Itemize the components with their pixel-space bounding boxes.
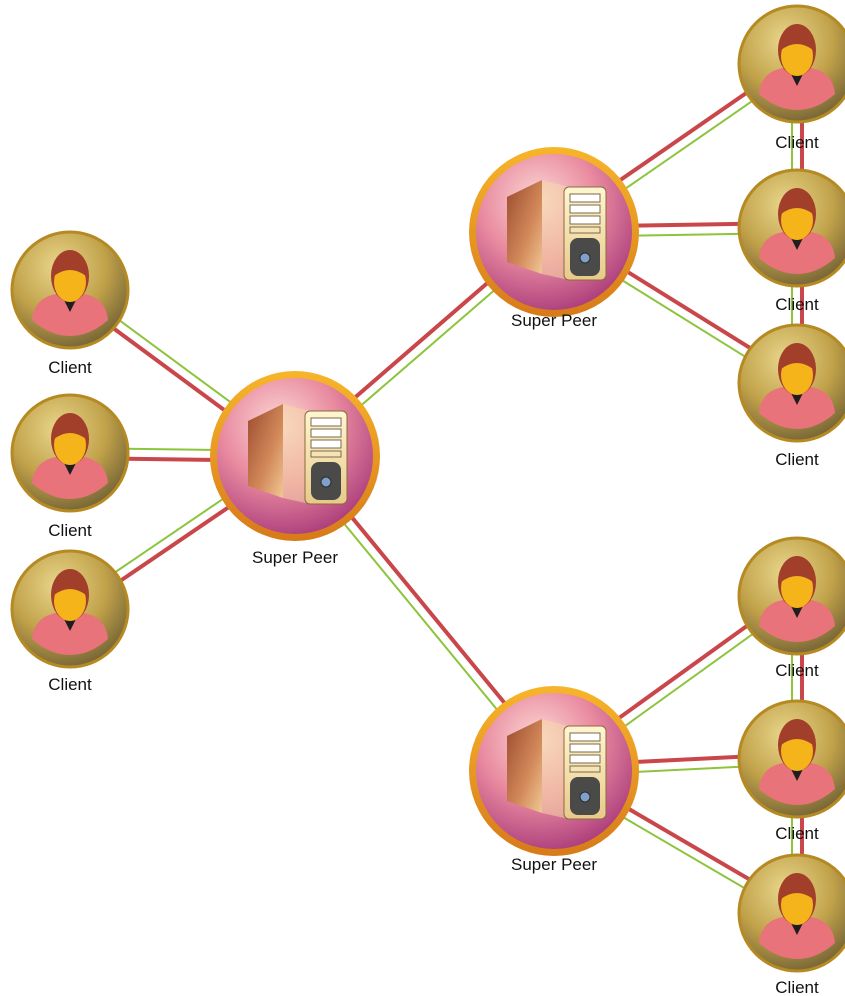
- client-label: Client: [775, 295, 819, 314]
- server-tower-icon: [248, 404, 348, 505]
- person-icon: [759, 556, 835, 642]
- super-peer-node[interactable]: [469, 686, 639, 856]
- client-node[interactable]: [737, 4, 845, 124]
- client-label: Client: [775, 661, 819, 680]
- server-tower-icon: [507, 180, 607, 281]
- super-peer-node[interactable]: [469, 147, 639, 317]
- person-icon: [759, 873, 835, 959]
- super-peer-node[interactable]: [210, 371, 380, 541]
- super-peer-label: Super Peer: [511, 311, 597, 330]
- client-node[interactable]: [10, 393, 130, 513]
- client-node[interactable]: [737, 168, 845, 288]
- super-peer-label: Super Peer: [511, 855, 597, 874]
- person-icon: [759, 719, 835, 805]
- client-node[interactable]: [737, 323, 845, 443]
- client-node[interactable]: [737, 699, 845, 819]
- server-tower-icon: [507, 719, 607, 820]
- links-layer: [65, 58, 804, 919]
- client-label: Client: [775, 824, 819, 843]
- client-label: Client: [775, 450, 819, 469]
- person-icon: [32, 250, 108, 336]
- person-icon: [32, 413, 108, 499]
- client-label: Client: [48, 521, 92, 540]
- client-label: Client: [48, 358, 92, 377]
- client-node[interactable]: [10, 549, 130, 669]
- person-icon: [32, 569, 108, 655]
- client-label: Client: [775, 133, 819, 152]
- client-label: Client: [775, 978, 819, 996]
- super-peer-label: Super Peer: [252, 548, 338, 567]
- client-node[interactable]: [737, 536, 845, 656]
- person-icon: [759, 188, 835, 274]
- person-icon: [759, 343, 835, 429]
- client-label: Client: [48, 675, 92, 694]
- client-node[interactable]: [10, 230, 130, 350]
- person-icon: [759, 24, 835, 110]
- client-node[interactable]: [737, 853, 845, 973]
